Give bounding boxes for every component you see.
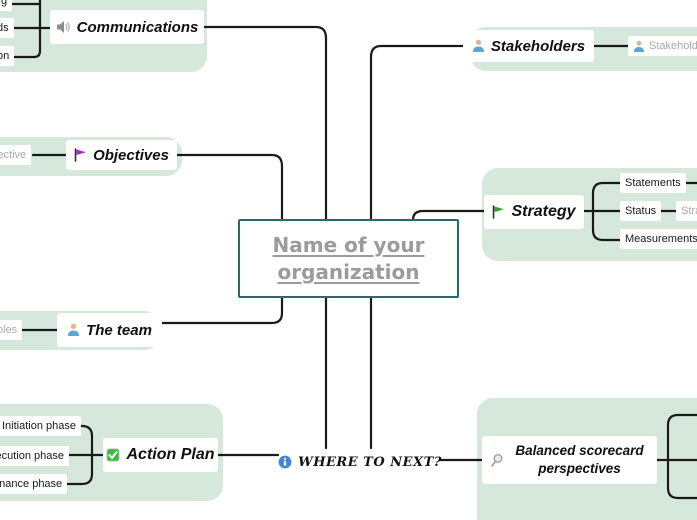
strategy-subtopic-measurements[interactable]: Measurements (620, 229, 697, 249)
person-icon (472, 39, 485, 53)
topic-strategy[interactable]: Strategy (484, 195, 584, 229)
strategy-subtopic-statements[interactable]: Statements (620, 173, 686, 193)
topic-objectives[interactable]: Objectives (66, 140, 177, 170)
topic-communications[interactable]: Communications (50, 10, 204, 44)
stakeholder-placeholder-label: Stakeholder (649, 40, 697, 52)
speaker-icon (56, 20, 71, 34)
action-subtopic-execution[interactable]: xecution phase (0, 446, 69, 466)
topic-action-plan[interactable]: Action Plan (103, 438, 218, 472)
magnifier-icon (490, 453, 504, 468)
edge-stakeholders-center (369, 44, 465, 222)
topic-stakeholders-label: Stakeholders (490, 37, 586, 55)
topic-the-team-label: The team (86, 321, 152, 339)
action-subtopic-execution-label: xecution phase (0, 450, 64, 462)
green-flag-icon (492, 205, 505, 219)
topic-communications-label: Communications (76, 18, 199, 36)
status-placeholder-subtopic[interactable]: Stra (676, 201, 697, 221)
strategy-subtopic-statements-label: Statements (625, 177, 681, 189)
edge-communications-center (202, 25, 328, 222)
person-icon (633, 40, 645, 53)
action-subtopic-initiation[interactable]: Initiation phase (0, 416, 81, 436)
comm-subtopic-cut-bottom[interactable]: on (0, 46, 15, 66)
info-icon (278, 455, 292, 469)
action-subtopic-maintenance-label: tenance phase (0, 478, 63, 490)
objective-placeholder-subtopic[interactable]: jective (0, 145, 32, 165)
green-checkbox-icon (106, 448, 121, 462)
strategy-subtopic-measurements-label: Measurements (625, 233, 697, 245)
person-icon (67, 323, 80, 337)
strategy-subtopic-status-label: Status (625, 205, 657, 217)
topic-where-to-next-label: WHERE TO NEXT? (298, 454, 442, 470)
action-subtopic-maintenance[interactable]: tenance phase (0, 474, 68, 494)
topic-strategy-label: Strategy (511, 203, 576, 220)
topic-balanced-scorecard-label: Balanced scorecard perspectives (515, 442, 644, 476)
topic-objectives-label: Objectives (93, 146, 169, 164)
comm-subtopic-cut-mid-label: ds (0, 22, 9, 34)
objective-placeholder-label: jective (0, 149, 27, 161)
central-topic[interactable]: Name of your organization (238, 219, 459, 298)
edge-communications-children-trunk (11, 0, 42, 59)
edge-objectives-center (175, 153, 284, 222)
topic-the-team[interactable]: The team (57, 313, 162, 347)
stakeholder-placeholder-subtopic[interactable]: Stakeholder (628, 36, 697, 56)
topic-balanced-scorecard[interactable]: Balanced scorecard perspectives (482, 436, 657, 484)
topic-stakeholders[interactable]: Stakeholders (463, 30, 594, 62)
topic-action-plan-label: Action Plan (126, 446, 215, 463)
team-placeholder-subtopic[interactable]: oles (0, 320, 23, 340)
comm-subtopic-cut-bottom-label: on (0, 50, 10, 62)
central-topic-label: Name of your organization (272, 232, 425, 284)
edge-bsc-children-trunk (666, 413, 697, 500)
edge-team-center (160, 295, 284, 325)
comm-subtopic-cut-top-label: g (1, 0, 8, 7)
comm-subtopic-cut-top[interactable]: g (0, 0, 13, 11)
action-subtopic-initiation-label: Initiation phase (2, 420, 76, 432)
strategy-subtopic-status[interactable]: Status (620, 201, 662, 221)
status-placeholder-label: Stra (681, 205, 697, 217)
team-placeholder-label: oles (0, 324, 18, 336)
purple-flag-icon (74, 148, 87, 162)
comm-subtopic-cut-mid[interactable]: ds (0, 18, 14, 38)
topic-where-to-next[interactable]: WHERE TO NEXT? (278, 450, 442, 474)
